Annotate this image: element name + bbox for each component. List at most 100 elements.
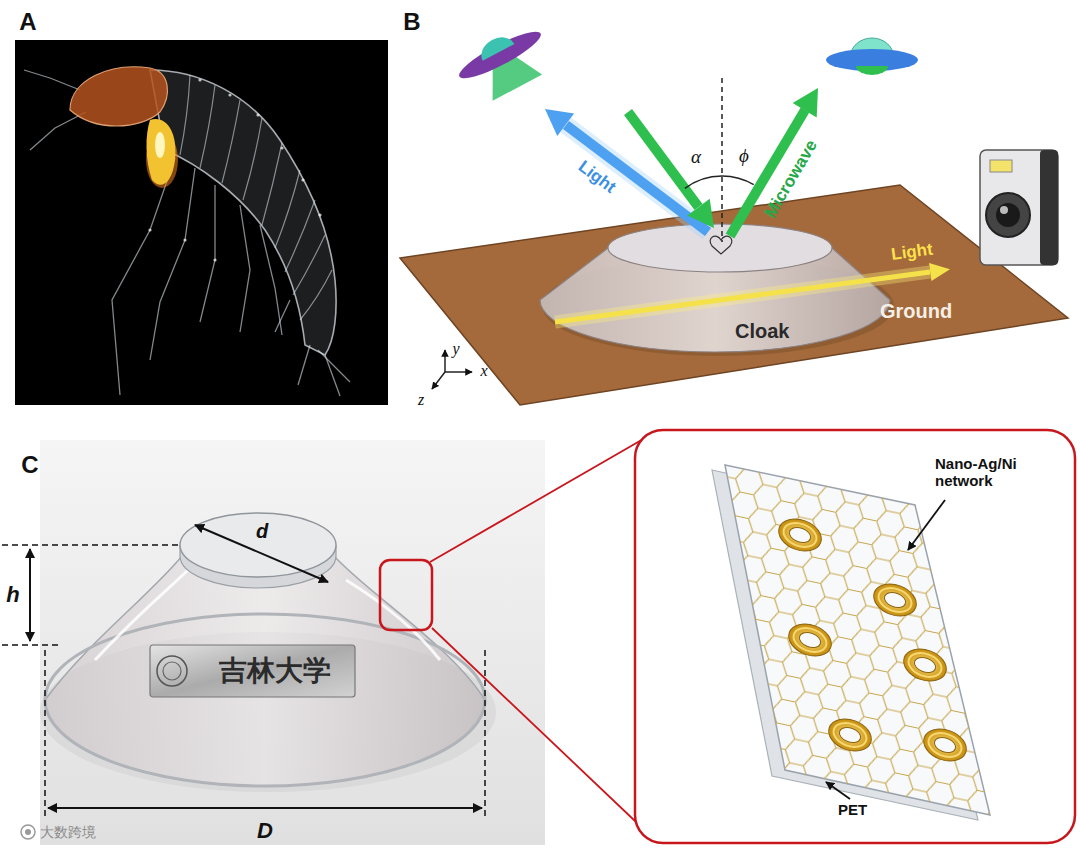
normal-line xyxy=(722,78,723,242)
camera-icon xyxy=(1040,150,1058,265)
callout-label-holder: Nano-Ag/Ni network xyxy=(935,455,1045,490)
amphipod-photo xyxy=(298,345,310,385)
watermark-logo xyxy=(21,825,35,839)
gold-ring xyxy=(774,513,826,556)
amphipod-photo xyxy=(155,132,165,158)
panel-letter-holder: A xyxy=(19,8,36,36)
gold-ring xyxy=(925,729,964,761)
amphipod-photo xyxy=(275,300,290,332)
amphipod-photo xyxy=(198,78,201,81)
gold-ring xyxy=(774,513,971,766)
name-plate: 吉林大学 xyxy=(150,645,355,697)
amphipod-photo xyxy=(112,158,175,395)
cloak-photo xyxy=(45,614,485,786)
gold-ring xyxy=(899,643,951,686)
dimension-label-holder: d xyxy=(256,520,268,543)
amphipod-photo xyxy=(301,178,304,181)
camera-icon xyxy=(990,160,1012,172)
amphipod-photo xyxy=(285,200,315,272)
callout-label: PET xyxy=(838,801,867,818)
dimension-label-holder: D xyxy=(257,818,273,843)
amphipod-photo xyxy=(200,185,215,322)
node-text: Cloak xyxy=(735,320,789,343)
camera-icon xyxy=(986,193,1030,237)
axis-arrow xyxy=(444,350,446,372)
amphipod-photo xyxy=(318,350,350,382)
gold-ring xyxy=(774,513,826,556)
amphipod-photo xyxy=(180,75,332,320)
amphipod-photo xyxy=(318,213,321,216)
cloak-photo xyxy=(40,440,545,845)
amphipod-photo xyxy=(222,100,240,183)
amphipod-photo xyxy=(15,40,388,405)
amphipod-photo xyxy=(280,146,283,149)
amphipod-photo xyxy=(30,112,86,150)
gold-ring xyxy=(905,649,944,681)
angle-arc xyxy=(710,236,732,254)
text-holder: Cloak xyxy=(735,320,789,343)
amphipod-photo xyxy=(15,40,388,405)
cloak-photo xyxy=(45,556,485,786)
normal-line xyxy=(721,78,723,242)
amphipod-photo xyxy=(300,270,332,320)
dimension-label: D xyxy=(257,818,273,843)
axis-label: x xyxy=(480,362,487,380)
film-structure xyxy=(700,450,1000,830)
node-text: Ground xyxy=(880,300,952,323)
dimension-label: d xyxy=(256,520,268,543)
microwave-beam xyxy=(687,199,714,228)
amphipod-photo xyxy=(260,225,282,335)
gold-ring xyxy=(784,618,836,661)
watermark-holder: 大数跨境 xyxy=(40,823,96,841)
axis-arrow xyxy=(432,350,472,389)
gold-ring xyxy=(869,578,921,621)
dimension-lines xyxy=(484,650,486,818)
cloak-photo xyxy=(40,440,545,845)
panel-letter: A xyxy=(19,8,36,36)
light-beam xyxy=(545,109,708,232)
zoom-callout xyxy=(635,430,1075,843)
gold-ring xyxy=(830,719,869,751)
light-beam xyxy=(566,125,708,232)
callout-label-holder: PET xyxy=(838,801,867,819)
ufo-icon xyxy=(455,25,546,86)
cloak-top xyxy=(608,224,832,272)
amphipod-photo xyxy=(256,113,259,116)
axis-label-holder: z xyxy=(418,391,424,409)
gold-ring xyxy=(919,723,971,766)
gold-ring xyxy=(899,643,951,686)
light-ray xyxy=(555,272,930,322)
watermark-logo xyxy=(21,825,35,839)
gold-ring xyxy=(932,735,957,756)
plate-emblem xyxy=(163,662,181,680)
camera-icon xyxy=(980,150,1058,265)
amphipod-photo xyxy=(180,75,190,155)
dimension-lines xyxy=(44,650,46,818)
gold-ring xyxy=(784,618,836,661)
leader-line xyxy=(826,782,850,799)
zoom-callout xyxy=(430,438,645,562)
gold-ring xyxy=(780,519,819,551)
amphipod-photo xyxy=(213,258,216,261)
cloak-photo xyxy=(180,513,336,577)
gold-ring xyxy=(875,584,914,616)
panel-letter-holder: C xyxy=(21,451,38,479)
ground-surface xyxy=(400,185,1068,405)
gold-ring xyxy=(869,578,921,621)
gold-ring xyxy=(882,590,907,611)
ufo-icon xyxy=(451,18,558,109)
watermark: 大数跨境 xyxy=(40,824,96,840)
panel-letter: C xyxy=(21,451,38,479)
angle-arc xyxy=(685,176,722,188)
amphipod-photo xyxy=(325,355,340,396)
gold-ring xyxy=(912,655,937,676)
leader-line xyxy=(908,500,945,550)
ufo-icon xyxy=(856,66,888,75)
amphipod-photo xyxy=(70,67,167,126)
film-structure xyxy=(700,450,1000,830)
axis-arrow xyxy=(432,372,445,389)
amphipod-photo xyxy=(24,70,80,90)
amphipod-photo xyxy=(148,228,151,231)
light-ray xyxy=(555,263,950,322)
